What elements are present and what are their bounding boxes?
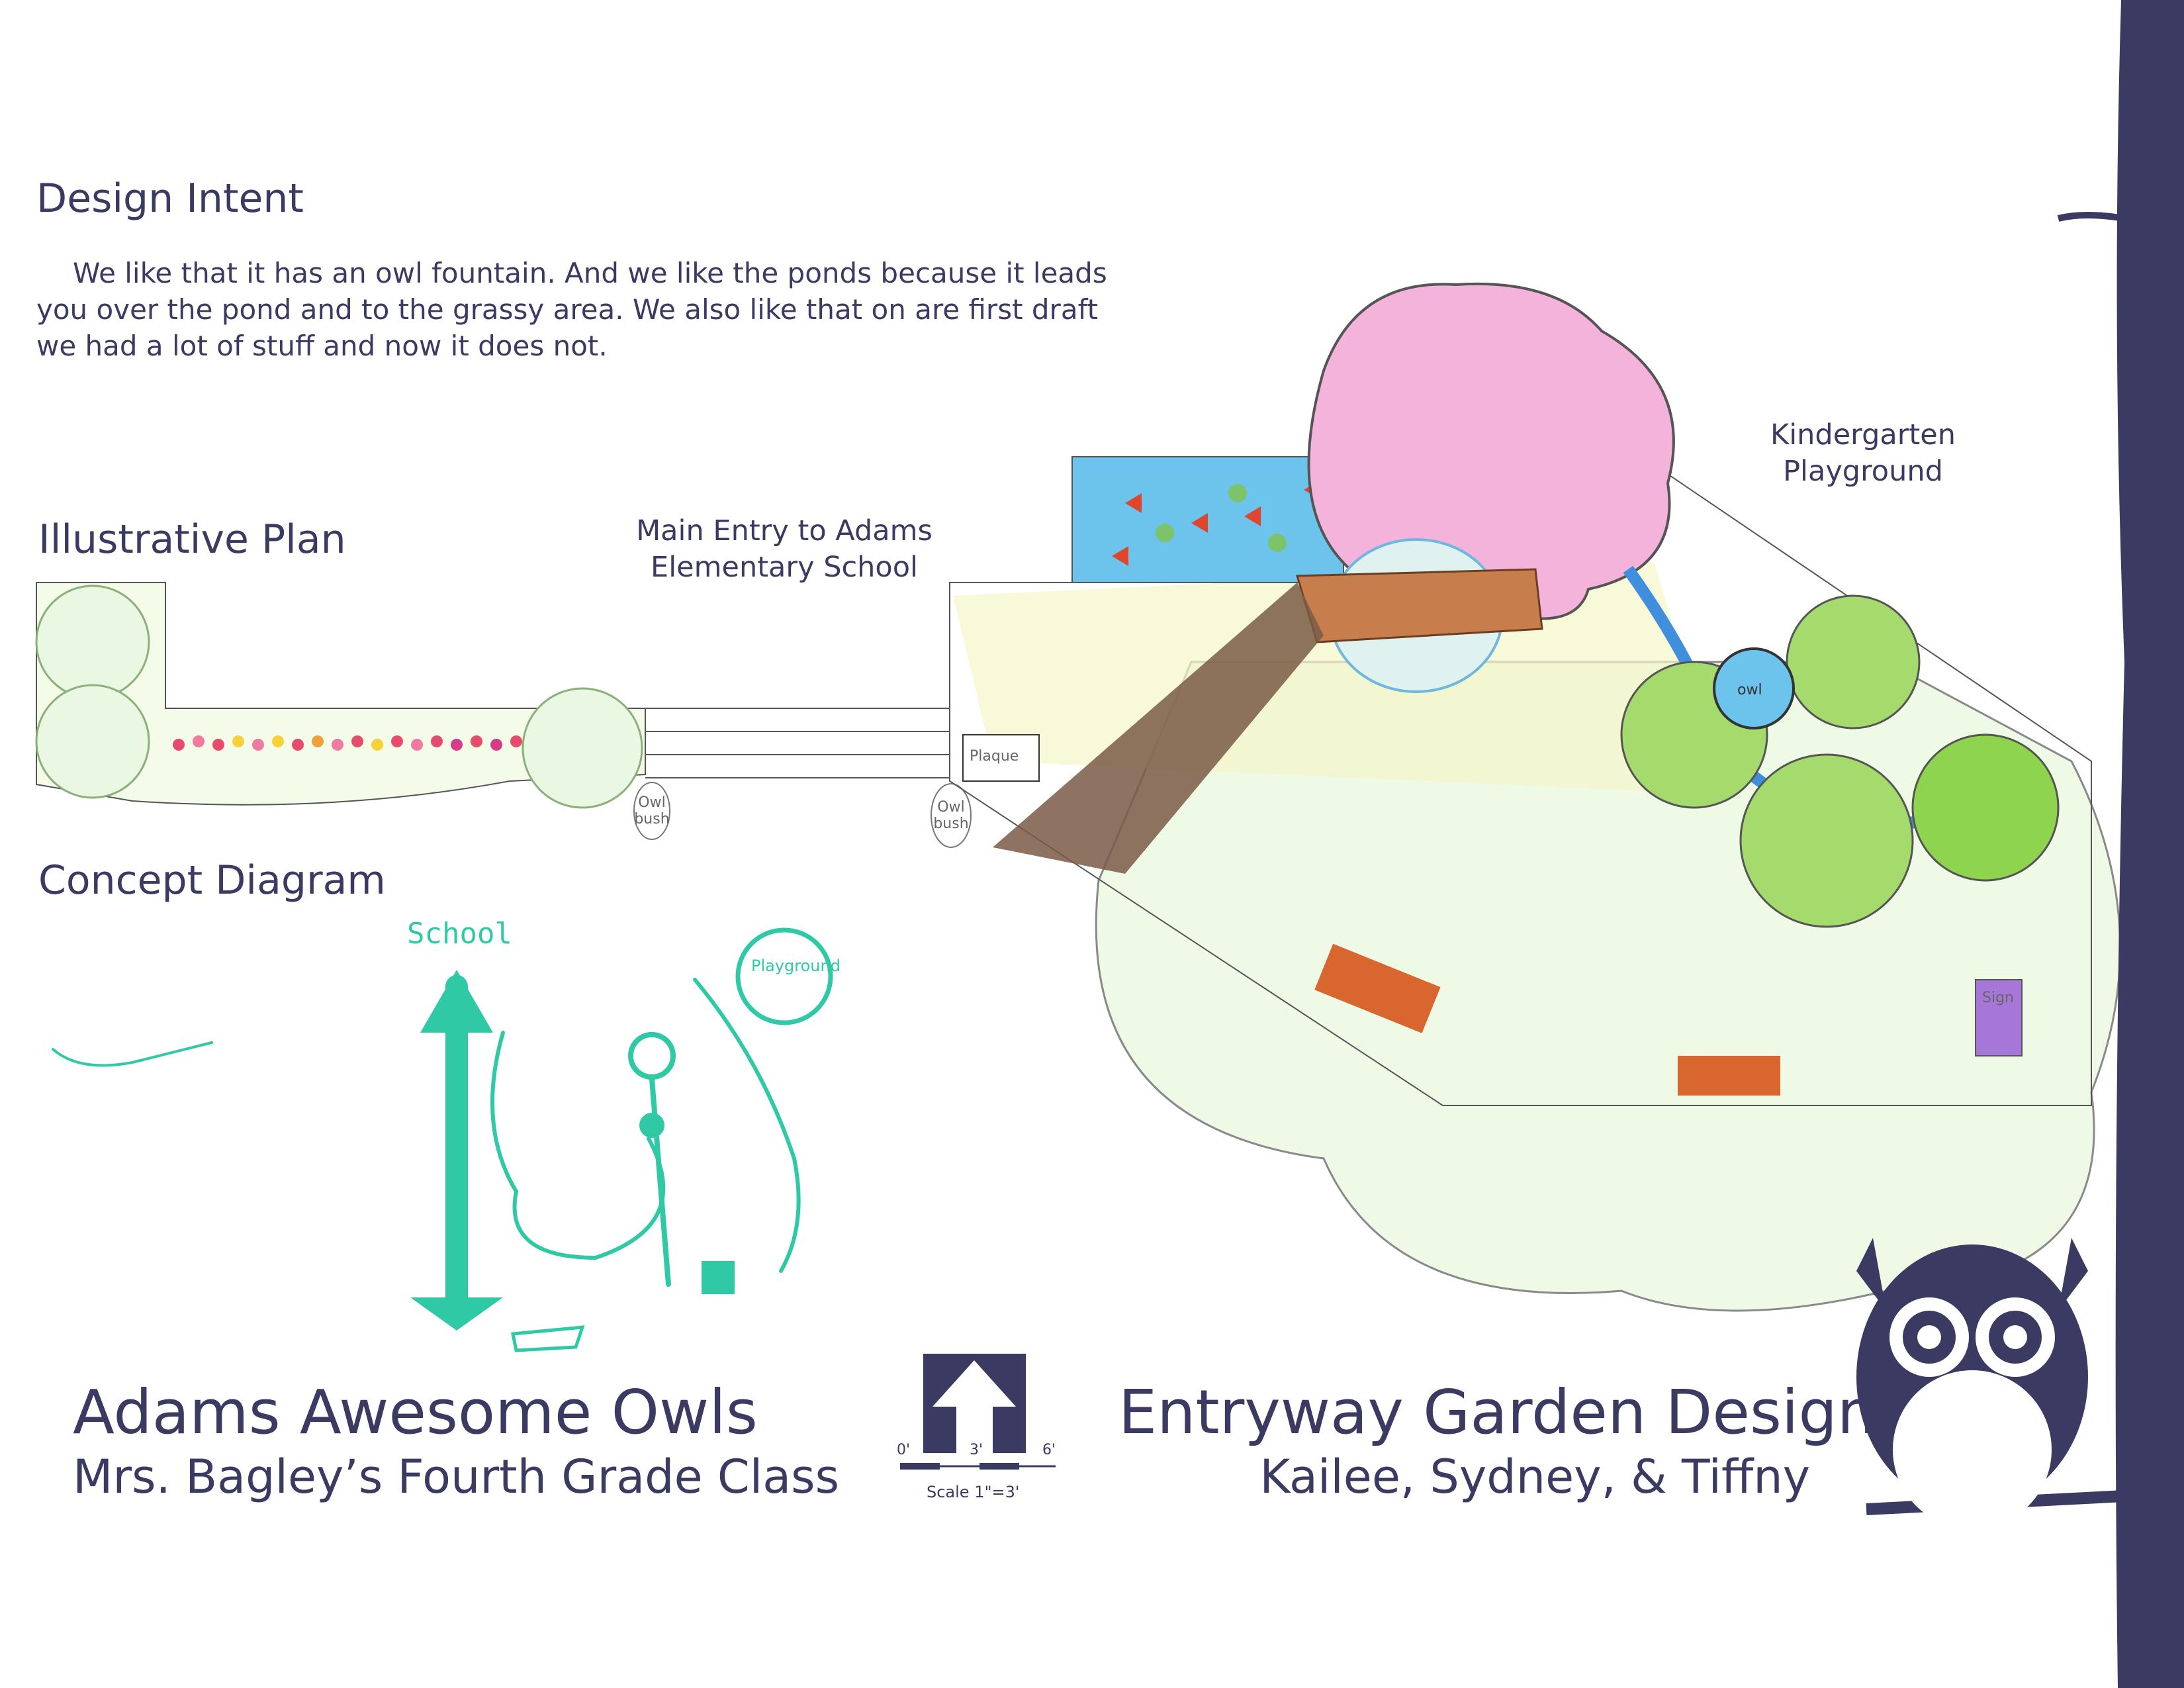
plaque bbox=[962, 734, 1040, 782]
concept-diagram-drawing bbox=[52, 927, 833, 1352]
flower-row bbox=[173, 735, 522, 751]
stone-path bbox=[993, 583, 1324, 874]
owl-fountain bbox=[1713, 647, 1795, 729]
lily-pads bbox=[1156, 484, 1287, 552]
team-name: Adams Awesome Owls bbox=[73, 1377, 758, 1448]
entry-walkway bbox=[645, 708, 950, 778]
main-entry-label: Main Entry to Adams Elementary School bbox=[636, 514, 933, 584]
concept-school-label: School bbox=[407, 917, 512, 951]
plaque-label: Plaque bbox=[970, 748, 1019, 765]
concept-diagram-heading: Concept Diagram bbox=[38, 857, 386, 904]
bench-1 bbox=[1314, 943, 1441, 1033]
sign-label: Sign bbox=[1982, 990, 2014, 1006]
owl-bush-left bbox=[633, 782, 670, 840]
class-name: Mrs. Bagley’s Fourth Grade Class bbox=[73, 1450, 840, 1504]
tree-trunk bbox=[2115, 0, 2184, 1688]
owl-bush-label-right: Owl bush bbox=[933, 799, 969, 832]
scale-label: Scale 1"=3' bbox=[927, 1483, 1020, 1501]
owl-bush-right bbox=[931, 783, 972, 848]
illustrative-plan-heading: Illustrative Plan bbox=[38, 516, 346, 563]
design-intent-text: We like that it has an owl fountain. And… bbox=[36, 257, 1107, 362]
scale-tick-0: 0' bbox=[897, 1442, 911, 1458]
left-planter-bed bbox=[35, 582, 646, 809]
sign bbox=[1975, 979, 2023, 1056]
project-title: Entryway Garden Design bbox=[1118, 1377, 1876, 1448]
design-intent-heading: Design Intent bbox=[36, 175, 304, 222]
scale-tick-3: 3' bbox=[970, 1442, 983, 1458]
owl-fountain-label: owl bbox=[1737, 682, 1762, 698]
owl-bush-label-left: Owl bush bbox=[634, 794, 670, 827]
main-garden-plan bbox=[949, 282, 2121, 1312]
kindergarten-playground-label: Kindergarten Playground bbox=[1770, 418, 1956, 488]
scale-bar bbox=[900, 1463, 1056, 1470]
bench-2 bbox=[1678, 1056, 1780, 1096]
north-arrow-icon bbox=[923, 1354, 1026, 1453]
owl-icon bbox=[1856, 1238, 2088, 1529]
scale-tick-6: 6' bbox=[1042, 1442, 1056, 1458]
authors: Kailee, Sydney, & Tiffny bbox=[1259, 1450, 1810, 1504]
